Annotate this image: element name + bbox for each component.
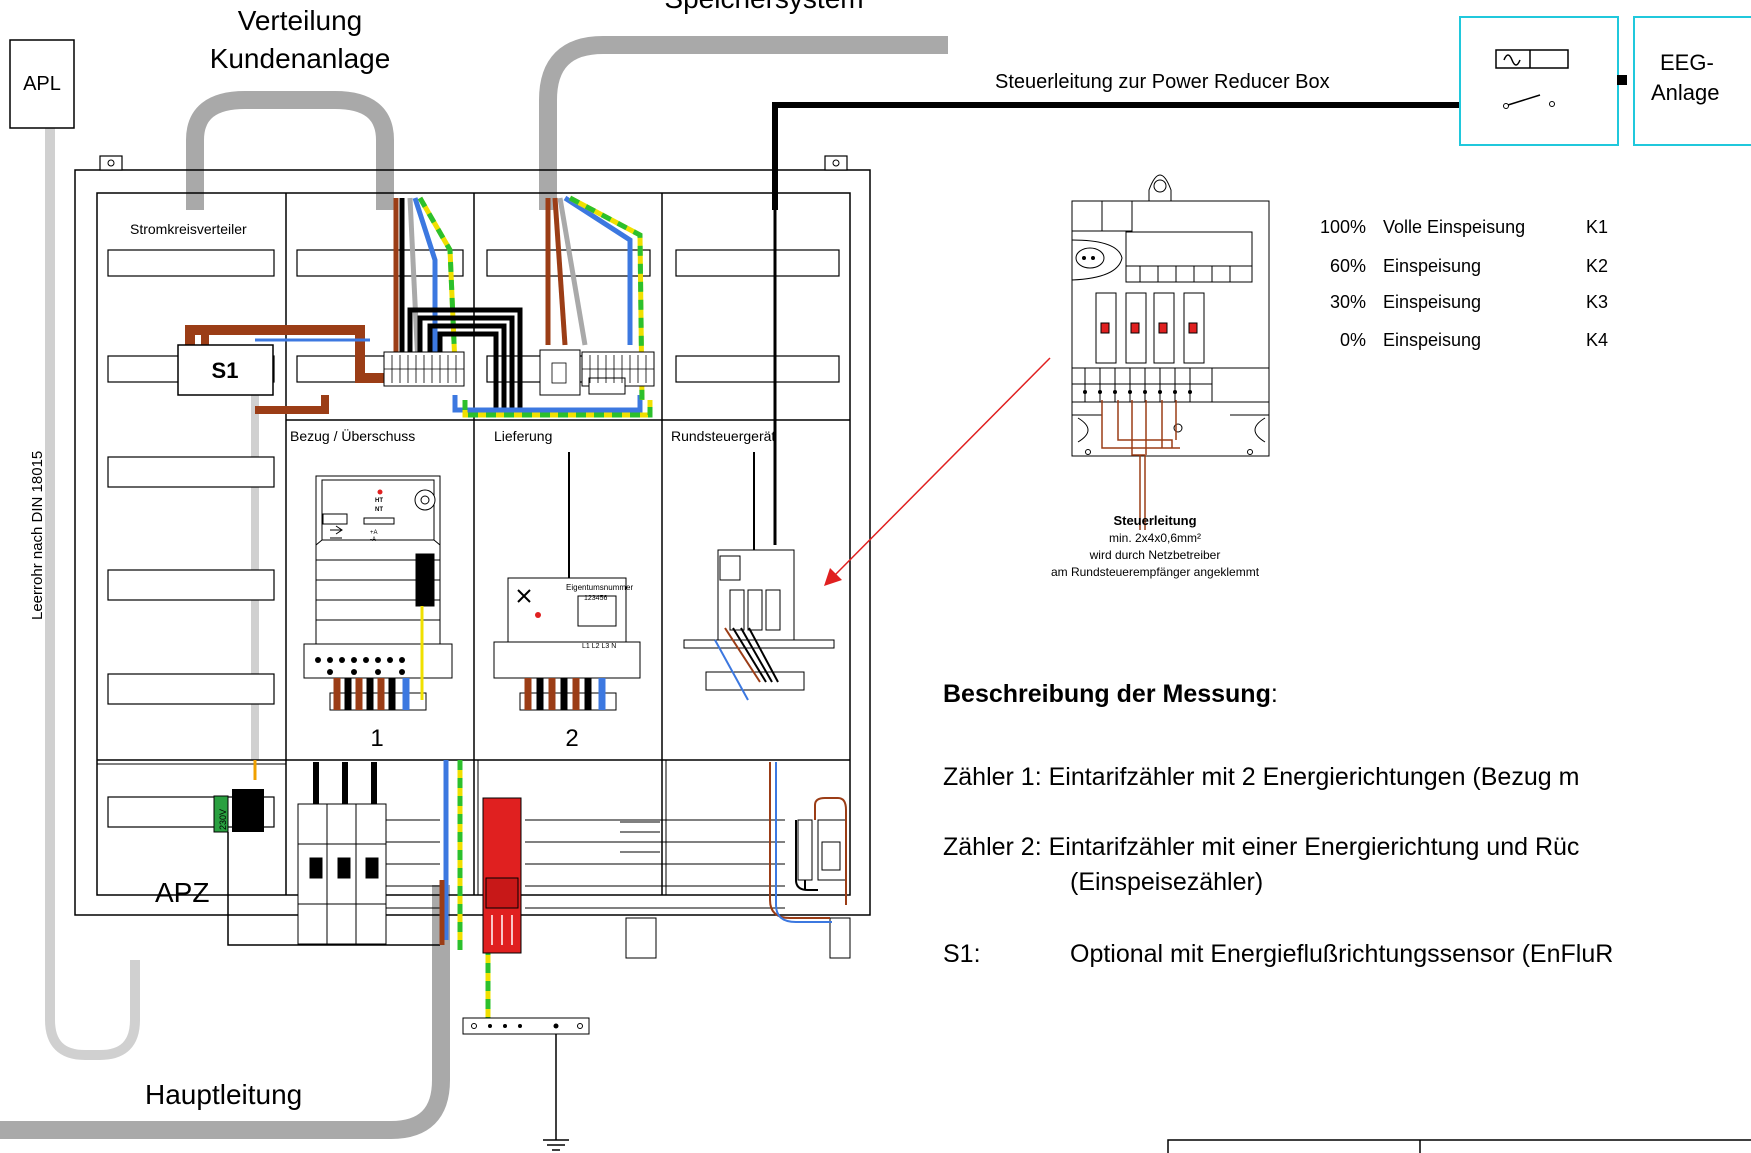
- power-reducer-box: [1459, 16, 1619, 146]
- level-2-percent: 60%: [1330, 256, 1366, 276]
- beschreibung: Beschreibung der Messung: Zähler 1: Eint…: [943, 680, 1613, 968]
- surge-protection: [482, 797, 522, 954]
- svg-text:+A: +A: [370, 530, 378, 536]
- title-block-stub: [1167, 1139, 1751, 1153]
- eigentumsnummer-label: Eigentumsnummer: [566, 583, 633, 592]
- beschreibung-z1: Zähler 1: Eintarifzähler mit 2 Energieri…: [943, 763, 1579, 791]
- svg-text:HT: HT: [375, 498, 383, 504]
- level-4-label: Einspeisung: [1383, 330, 1481, 350]
- meter1-number: 1: [370, 725, 383, 752]
- level-3-label: Einspeisung: [1383, 292, 1481, 312]
- level-1-relay: K1: [1586, 217, 1608, 237]
- speichersystem-label: Speichersystem: [664, 0, 863, 14]
- beschreibung-z2a: Zähler 2: Eintarifzähler mit einer Energ…: [943, 833, 1579, 861]
- level-2-relay: K2: [1586, 256, 1608, 276]
- meter-1-terminal-dots: [315, 657, 405, 675]
- lieferung-label: Lieferung: [494, 428, 552, 444]
- apz-wires: [439, 760, 491, 1030]
- ripple-receiver-wires: [1101, 400, 1180, 530]
- control-cable: [772, 102, 1460, 210]
- steuerleitung-pr-label: Steuerleitung zur Power Reducer Box: [995, 71, 1330, 93]
- ripple-receiver-terminal-dots: [1083, 390, 1192, 394]
- level-3-relay: K3: [1586, 292, 1608, 312]
- meter-2-terminals-label: L1 L2 L3 N: [582, 643, 616, 650]
- din-rails: [107, 249, 840, 828]
- rundsteuergeraet-label: Rundsteuergerät: [671, 428, 775, 444]
- apz-label: APZ: [155, 877, 209, 908]
- level-1-label: Volle Einspeisung: [1383, 217, 1525, 237]
- rundsteuergeraet-device: [683, 452, 835, 691]
- eeg-label-1: EEG-: [1660, 50, 1714, 75]
- beschreibung-s1-text: Optional mit Energieflußrichtungssensor …: [1070, 940, 1613, 968]
- level-1-percent: 100%: [1320, 217, 1366, 237]
- level-table: 100% Volle Einspeisung K1 60% Einspeisun…: [1320, 217, 1608, 350]
- kundenanlage-label: Kundenanlage: [210, 43, 391, 74]
- verteilung-label: Verteilung: [238, 5, 363, 36]
- meter-2-terminals: [524, 678, 606, 710]
- apl-label: APL: [23, 73, 61, 95]
- meter2-number: 2: [565, 725, 578, 752]
- beschreibung-z2b: (Einspeisezähler): [1070, 868, 1263, 896]
- level-4-relay: K4: [1586, 330, 1608, 350]
- earthing-bar: [462, 1017, 590, 1151]
- steuerleitung-line2: wird durch Netzbetreiber: [1089, 548, 1221, 562]
- beschreibung-title: Beschreibung der Messung:: [943, 680, 1278, 708]
- level-4-percent: 0%: [1340, 330, 1366, 350]
- apz-router: 230V RJ45: [213, 760, 440, 946]
- detail-arrow: [824, 357, 1051, 586]
- meter-2-marks: Eigentumsnummer 123456 L1 L2 L3 N: [517, 583, 633, 650]
- meter-1-terminals: [333, 606, 424, 710]
- stromkreisverteiler-label: Stromkreisverteiler: [130, 221, 247, 237]
- meter-1-rj45-label: RJ45: [421, 570, 433, 596]
- ripple-receiver-detail: [1071, 174, 1270, 457]
- rundsteuer-wires: [714, 627, 779, 701]
- s1-label: S1: [212, 358, 239, 383]
- apz-right-wires: [769, 762, 847, 923]
- connector: [1617, 75, 1627, 85]
- hauptleitung-label: Hauptleitung: [145, 1079, 302, 1110]
- svg-text:-A: -A: [370, 537, 376, 543]
- steuerleitung-line1: min. 2x4x0,6mm²: [1109, 531, 1201, 545]
- terminal-block-cells: [384, 355, 654, 384]
- steuerleitung-title: Steuerleitung: [1113, 513, 1196, 528]
- meter-1-marks: HT NT +A -A RJ45: [330, 489, 433, 596]
- eeg-box: EEG- Anlage: [1633, 16, 1751, 146]
- eeg-label-2: Anlage: [1651, 80, 1720, 105]
- apz-busbars: [386, 819, 785, 909]
- meter-2-id: 123456: [584, 595, 607, 602]
- steuerleitung-line3: am Rundsteuerempfänger angeklemmt: [1051, 565, 1260, 579]
- apz-230v-label: 230V: [218, 809, 228, 830]
- apz-rj45-label: RJ45: [244, 805, 254, 826]
- svg-text:NT: NT: [375, 507, 383, 513]
- apl-box: [9, 39, 75, 129]
- s1-sensor: S1: [177, 325, 392, 414]
- beschreibung-s1-key: S1:: [943, 940, 981, 968]
- leerrohr-label: Leerrohr nach DIN 18015: [29, 451, 46, 620]
- distribution-wiring: [393, 195, 653, 418]
- level-2-label: Einspeisung: [1383, 256, 1481, 276]
- main-switch: [297, 762, 387, 945]
- bezug-label: Bezug / Überschuss: [290, 427, 415, 444]
- level-3-percent: 30%: [1330, 292, 1366, 312]
- meter-2: [493, 452, 641, 711]
- apz-right-devices: [625, 819, 851, 959]
